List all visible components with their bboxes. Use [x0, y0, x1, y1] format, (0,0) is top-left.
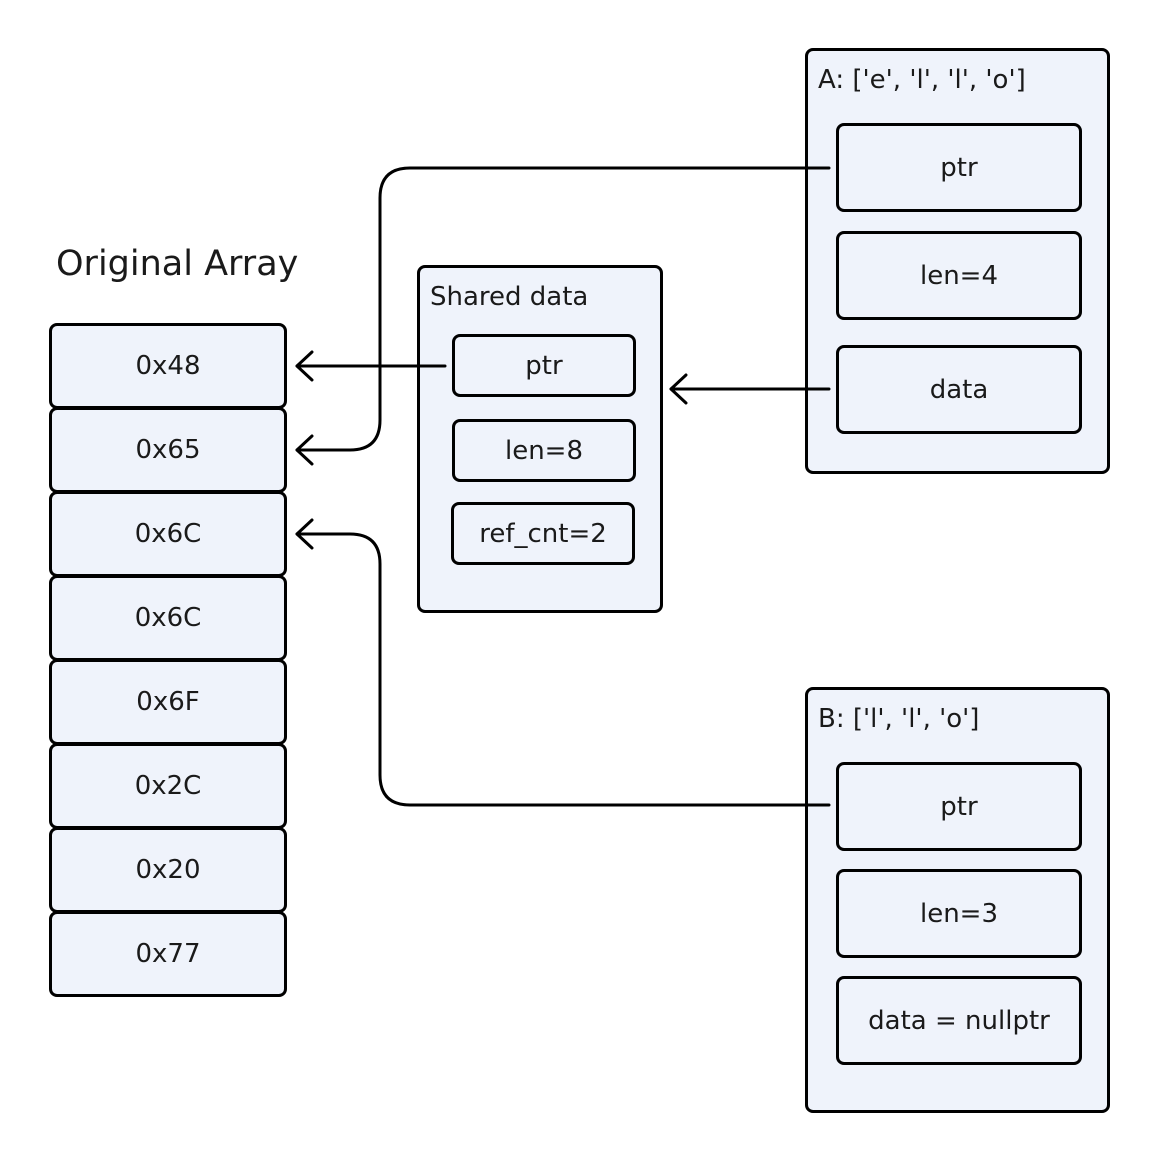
shared-data-ref-cnt: ref_cnt=2: [451, 502, 635, 565]
string-a-len: len=4: [836, 231, 1082, 320]
shared-data-label: Shared data: [430, 282, 589, 312]
array-cell-1: 0x65: [49, 407, 287, 493]
array-cell-6: 0x20: [49, 827, 287, 913]
arrowhead-cell-1: [295, 434, 314, 466]
original-array-title: Original Array: [56, 244, 299, 284]
string-a-label: A: ['e', 'l', 'l', 'o']: [818, 65, 1026, 95]
array-cell-0: 0x48: [49, 323, 287, 409]
string-b-data: data = nullptr: [836, 976, 1082, 1065]
shared-data-len: len=8: [452, 419, 636, 482]
string-b-len: len=3: [836, 869, 1082, 958]
array-cell-4: 0x6F: [49, 659, 287, 745]
array-cell-5: 0x2C: [49, 743, 287, 829]
arrowhead-cell-0: [295, 350, 314, 382]
string-b-label: B: ['l', 'l', 'o']: [818, 704, 980, 734]
string-b-ptr: ptr: [836, 762, 1082, 851]
array-cell-3: 0x6C: [49, 575, 287, 661]
string-a-data: data: [836, 345, 1082, 434]
string-a-ptr: ptr: [836, 123, 1082, 212]
array-cell-7: 0x77: [49, 911, 287, 997]
arrowhead-cell-2: [295, 518, 314, 550]
arrowhead-shared: [669, 373, 688, 405]
array-cell-2: 0x6C: [49, 491, 287, 577]
shared-data-ptr: ptr: [452, 334, 636, 397]
